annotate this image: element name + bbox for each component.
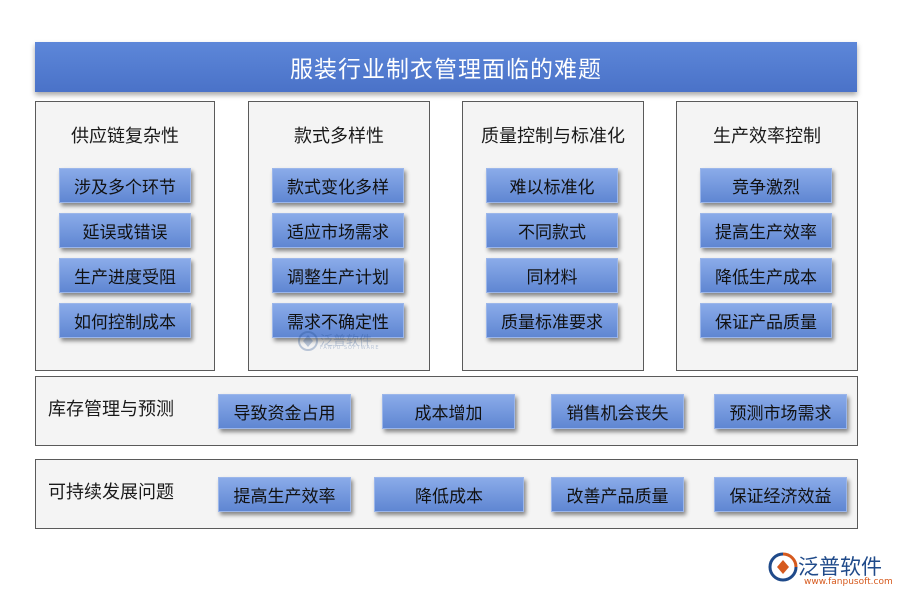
- column-title: 质量控制与标准化: [481, 126, 625, 147]
- row-title: 库存管理与预测: [48, 399, 174, 420]
- fanpu-logo-icon: [768, 552, 798, 582]
- item-chip: 同材料: [486, 258, 618, 293]
- item-chip: 需求不确定性: [272, 303, 404, 338]
- column-panel-quality-control: 质量控制与标准化 难以标准化 不同款式 同材料 质量标准要求: [462, 101, 644, 371]
- item-chip: 预测市场需求: [714, 394, 847, 429]
- item-chip: 改善产品质量: [551, 477, 684, 512]
- item-chip: 延误或错误: [59, 213, 191, 248]
- item-chip: 款式变化多样: [272, 168, 404, 203]
- item-chip: 调整生产计划: [272, 258, 404, 293]
- item-chip: 导致资金占用: [218, 394, 351, 429]
- item-chip: 适应市场需求: [272, 213, 404, 248]
- row-title: 可持续发展问题: [48, 482, 174, 503]
- item-chip: 保证产品质量: [700, 303, 832, 338]
- item-chip: 提高生产效率: [218, 477, 351, 512]
- item-chip: 降低成本: [374, 477, 524, 512]
- column-title: 供应链复杂性: [71, 126, 179, 147]
- column-panel-production-efficiency: 生产效率控制 竞争激烈 提高生产效率 降低生产成本 保证产品质量: [676, 101, 858, 371]
- logo-name: 泛普软件: [798, 555, 882, 579]
- item-chip: 提高生产效率: [700, 213, 832, 248]
- item-chip: 难以标准化: [486, 168, 618, 203]
- row-panel-sustainability: 可持续发展问题 提高生产效率 降低成本 改善产品质量 保证经济效益: [35, 459, 858, 529]
- item-chip: 不同款式: [486, 213, 618, 248]
- column-title: 生产效率控制: [713, 126, 821, 147]
- item-chip: 如何控制成本: [59, 303, 191, 338]
- item-chip: 生产进度受阻: [59, 258, 191, 293]
- item-chip: 降低生产成本: [700, 258, 832, 293]
- item-chip: 销售机会丧失: [551, 394, 684, 429]
- item-chip: 保证经济效益: [714, 477, 847, 512]
- row-panel-inventory: 库存管理与预测 导致资金占用 成本增加 销售机会丧失 预测市场需求: [35, 376, 858, 446]
- column-panel-supply-chain: 供应链复杂性 涉及多个环节 延误或错误 生产进度受阻 如何控制成本: [35, 101, 215, 371]
- fanpu-logo: 泛普软件 www.fanpusoft.com: [768, 550, 893, 592]
- item-chip: 成本增加: [382, 394, 515, 429]
- diagram-title: 服装行业制衣管理面临的难题: [35, 42, 857, 92]
- column-title: 款式多样性: [294, 126, 384, 147]
- item-chip: 竞争激烈: [700, 168, 832, 203]
- item-chip: 质量标准要求: [486, 303, 618, 338]
- item-chip: 涉及多个环节: [59, 168, 191, 203]
- logo-url: www.fanpusoft.com: [804, 577, 893, 587]
- column-panel-style-variety: 款式多样性 款式变化多样 适应市场需求 调整生产计划 需求不确定性: [248, 101, 430, 371]
